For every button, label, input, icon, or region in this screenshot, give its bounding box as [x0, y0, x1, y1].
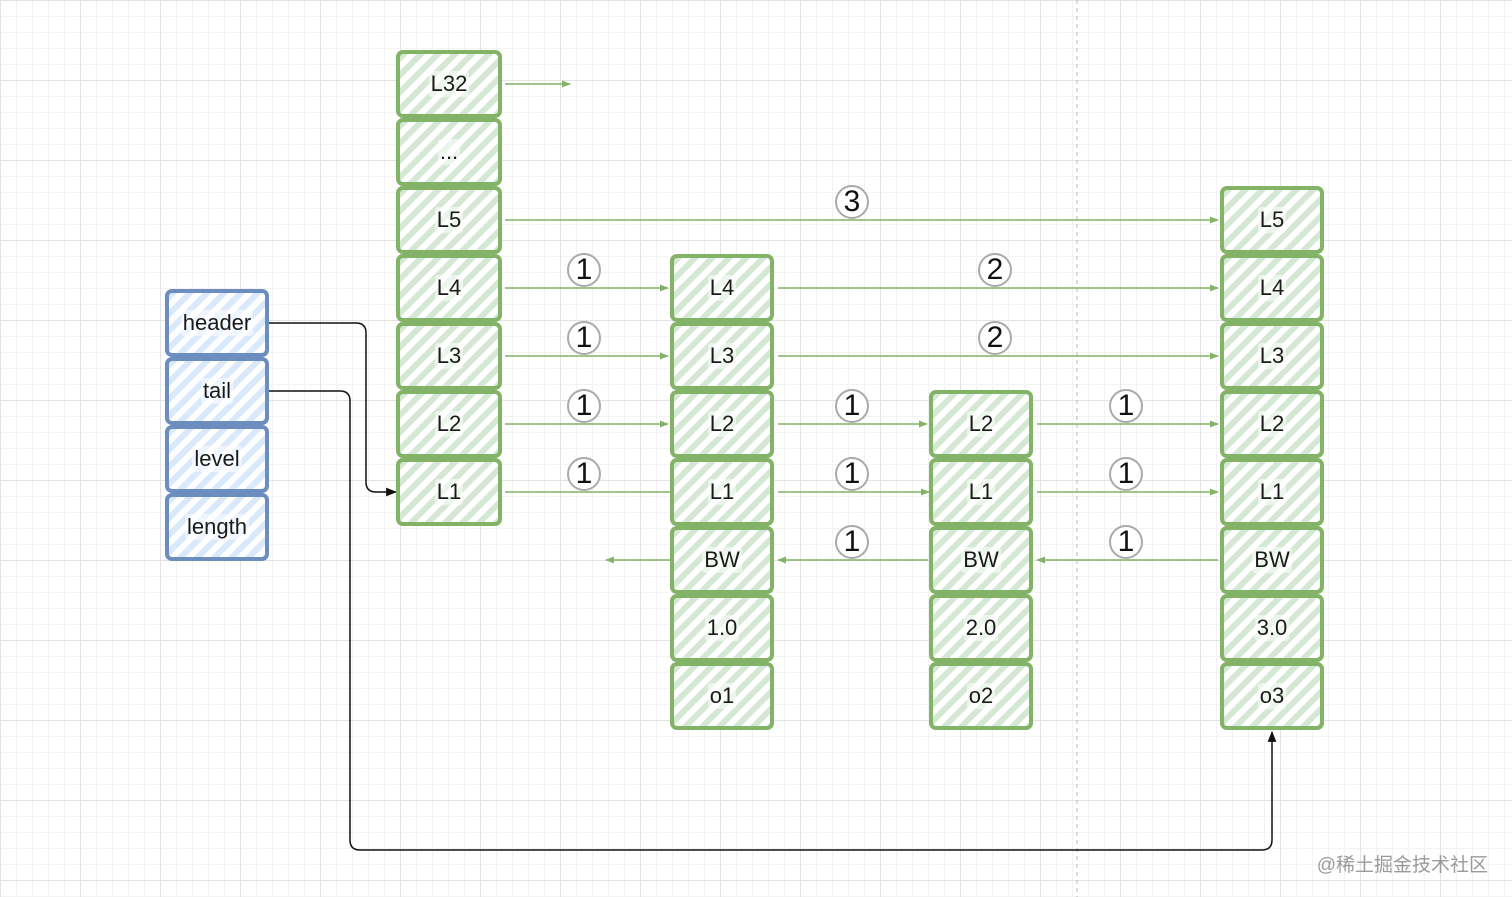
node-o3-level: L4	[1220, 254, 1324, 322]
span-badge: 1	[835, 525, 869, 559]
span-badge: 1	[567, 321, 601, 355]
span-badge: 1	[1109, 457, 1143, 491]
zsl-length-field: length	[165, 493, 269, 561]
node-o1-level: L4	[670, 254, 774, 322]
span-badge: 1	[567, 457, 601, 491]
zsl-header-pointer	[268, 322, 398, 497]
header-node-level: L4	[396, 254, 502, 322]
node-o2-level: L1	[929, 458, 1033, 526]
node-o1-level: L1	[670, 458, 774, 526]
span-badge: 1	[835, 457, 869, 491]
span-badge: 3	[835, 185, 869, 219]
zsl-header-field: header	[165, 289, 269, 357]
header-node-level: L3	[396, 322, 502, 390]
zsl-level-field: level	[165, 425, 269, 493]
header-node-level: L2	[396, 390, 502, 458]
span-badge: 1	[1109, 389, 1143, 423]
span-badge: 1	[1109, 525, 1143, 559]
header-node-level: L1	[396, 458, 502, 526]
node-o3-level: L1	[1220, 458, 1324, 526]
node-o3-level: L5	[1220, 186, 1324, 254]
zsl-tail-pointer	[268, 390, 1277, 851]
node-o1-member: o1	[670, 662, 774, 730]
header-node-level: L5	[396, 186, 502, 254]
node-o1-level: L2	[670, 390, 774, 458]
header-node-level: L32	[396, 50, 502, 118]
header-node-level: ...	[396, 118, 502, 186]
span-badge: 1	[567, 253, 601, 287]
node-o3-score: 3.0	[1220, 594, 1324, 662]
zsl-tail-field: tail	[165, 357, 269, 425]
node-o1-backward: BW	[670, 526, 774, 594]
node-o2-level: L2	[929, 390, 1033, 458]
node-o1-level: L3	[670, 322, 774, 390]
node-o3-member: o3	[1220, 662, 1324, 730]
node-o2-member: o2	[929, 662, 1033, 730]
node-o3-level: L2	[1220, 390, 1324, 458]
node-o2-backward: BW	[929, 526, 1033, 594]
node-o1-score: 1.0	[670, 594, 774, 662]
span-badge: 1	[567, 389, 601, 423]
span-badge: 1	[835, 389, 869, 423]
span-badge: 2	[978, 321, 1012, 355]
span-badge: 2	[978, 253, 1012, 287]
node-o2-score: 2.0	[929, 594, 1033, 662]
node-o3-backward: BW	[1220, 526, 1324, 594]
node-o3-level: L3	[1220, 322, 1324, 390]
watermark: @稀土掘金技术社区	[1316, 855, 1488, 876]
